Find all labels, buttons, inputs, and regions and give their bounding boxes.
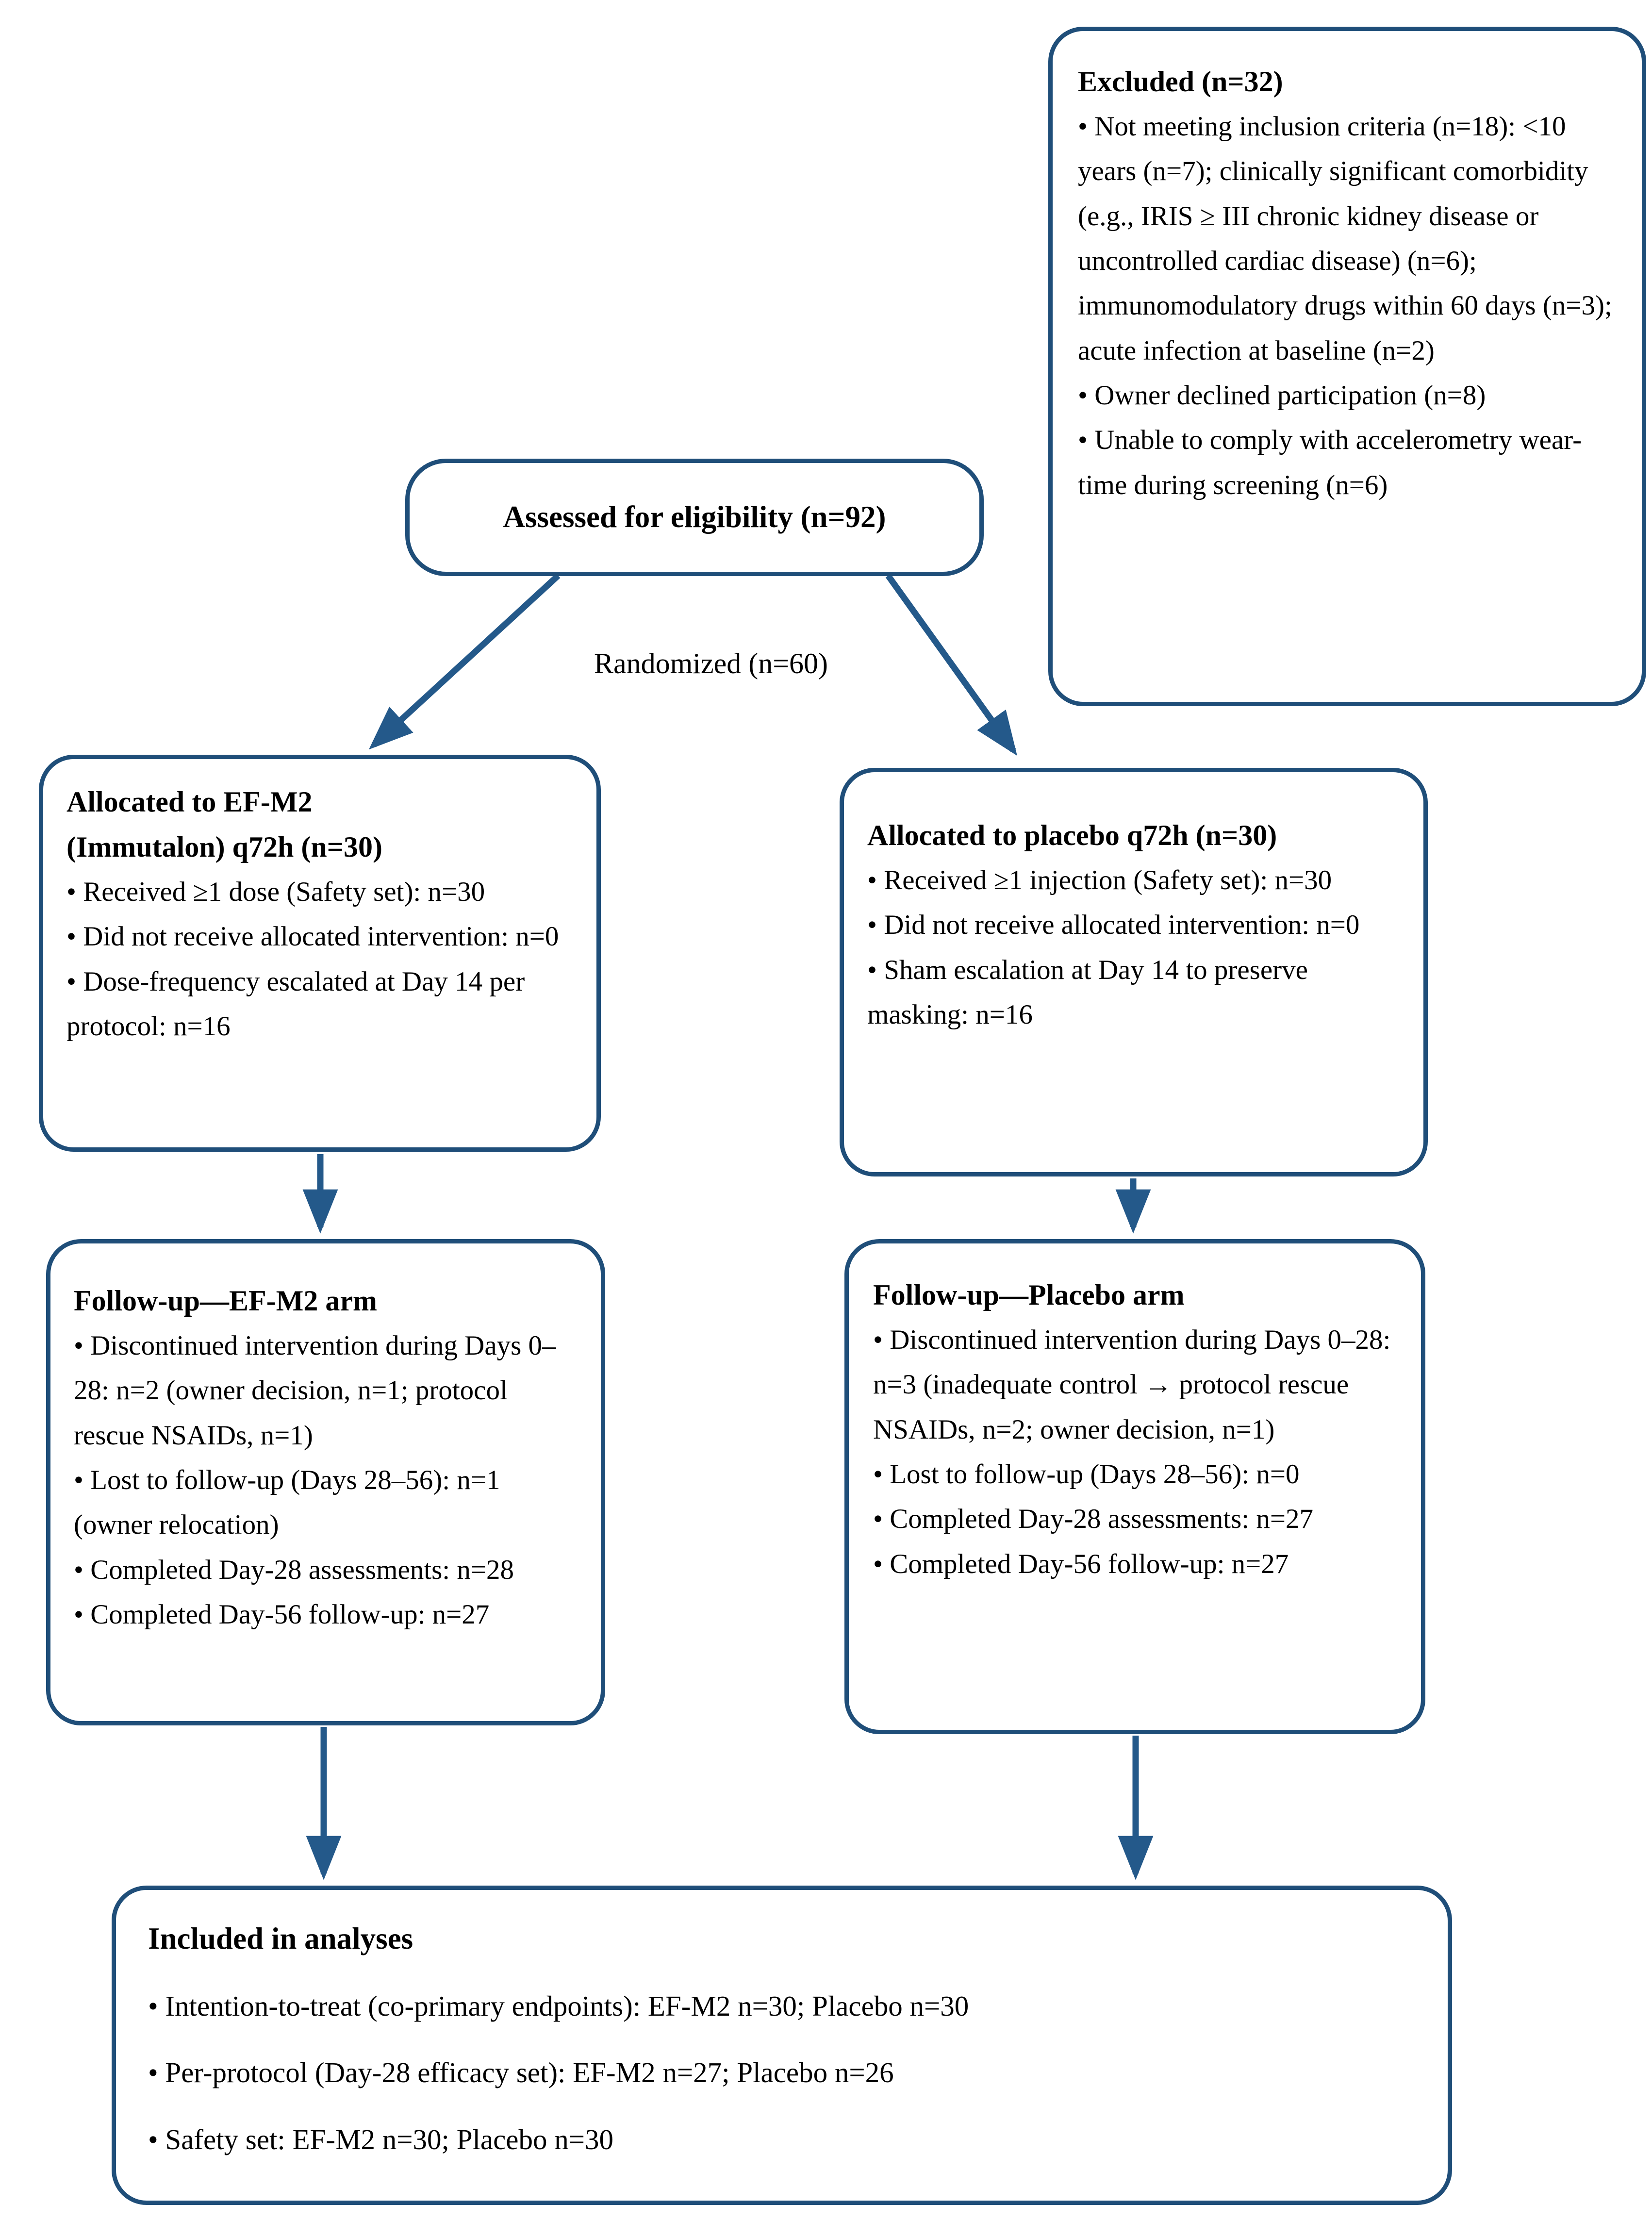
excluded-box: Excluded (n=32) • Not meeting inclusion … (1048, 27, 1646, 706)
bullet-item: • Received ≥1 dose (Safety set): n=30 (66, 877, 485, 907)
bullet-item: • Per-protocol (Day-28 efficacy set): EF… (148, 2056, 894, 2089)
assessed-title: Assessed for eligibility (n=92) (503, 500, 886, 534)
allocated-placebo-bullet-list: • Received ≥1 injection (Safety set): n=… (867, 858, 1406, 1037)
bullet-item: • Not meeting inclusion criteria (n=18):… (1078, 111, 1612, 366)
bullet-item: • Completed Day-28 assessments: n=28 (74, 1554, 514, 1585)
included-analyses-bullet-list: • Intention-to-treat (co-primary endpoin… (148, 1983, 1419, 2163)
bullet-item: • Received ≥1 injection (Safety set): n=… (867, 865, 1332, 895)
followup-placebo-bullet-list: • Discontinued intervention during Days … (873, 1318, 1404, 1587)
bullet-item: • Discontinued intervention during Days … (873, 1325, 1391, 1445)
bullet-item: • Intention-to-treat (co-primary endpoin… (148, 1989, 969, 2022)
allocated-efm2-title: Allocated to EF-M2 (Immutalon) q72h (n=3… (66, 786, 382, 863)
bullet-item: • Did not receive allocated intervention… (66, 921, 559, 952)
allocated-efm2-bullet-list: • Received ≥1 dose (Safety set): n=30 • D… (66, 870, 579, 1049)
bullet-item: • Dose-frequency escalated at Day 14 per… (66, 966, 525, 1042)
bullet-item: • Lost to follow-up (Days 28–56): n=0 (873, 1458, 1300, 1490)
randomized-label: Randomized (n=60) (594, 647, 828, 679)
assessed-box: Assessed for eligibility (n=92) (405, 459, 984, 576)
followup-placebo-title: Follow-up—Placebo arm (873, 1279, 1185, 1311)
bullet-item: • Completed Day-56 follow-up: n=27 (74, 1599, 490, 1630)
bullet-item: • Owner declined participation (n=8) (1078, 380, 1486, 411)
allocated-placebo-box: Allocated to placebo q72h (n=30) • Recei… (840, 768, 1428, 1176)
bullet-item: • Lost to follow-up (Days 28–56): n=1 (o… (74, 1464, 500, 1541)
excluded-title: Excluded (n=32) (1078, 66, 1283, 98)
included-analyses-box: Included in analyses • Intention-to-trea… (112, 1886, 1452, 2205)
followup-efm2-box: Follow-up—EF-M2 arm • Discontinued inter… (46, 1239, 605, 1725)
allocated-efm2-box: Allocated to EF-M2 (Immutalon) q72h (n=3… (39, 755, 601, 1152)
followup-efm2-bullet-list: • Discontinued intervention during Days … (74, 1324, 583, 1637)
bullet-item: • Discontinued intervention during Days … (74, 1330, 556, 1451)
bullet-item: • Completed Day-56 follow-up: n=27 (873, 1548, 1289, 1579)
bullet-item: • Completed Day-28 assessments: n=27 (873, 1504, 1313, 1535)
bullet-item: • Sham escalation at Day 14 to preserve … (867, 954, 1308, 1030)
bullet-item: • Safety set: EF-M2 n=30; Placebo n=30 (148, 2123, 613, 2155)
included-analyses-title: Included in analyses (148, 1922, 413, 1955)
followup-placebo-box: Follow-up—Placebo arm • Discontinued int… (844, 1239, 1425, 1734)
followup-efm2-title: Follow-up—EF-M2 arm (74, 1285, 377, 1317)
excluded-bullet-list: • Not meeting inclusion criteria (n=18):… (1078, 104, 1620, 508)
allocated-placebo-title: Allocated to placebo q72h (n=30) (867, 819, 1277, 851)
bullet-item: • Did not receive allocated intervention… (867, 910, 1360, 941)
bullet-item: • Unable to comply with accelerometry we… (1078, 425, 1582, 500)
